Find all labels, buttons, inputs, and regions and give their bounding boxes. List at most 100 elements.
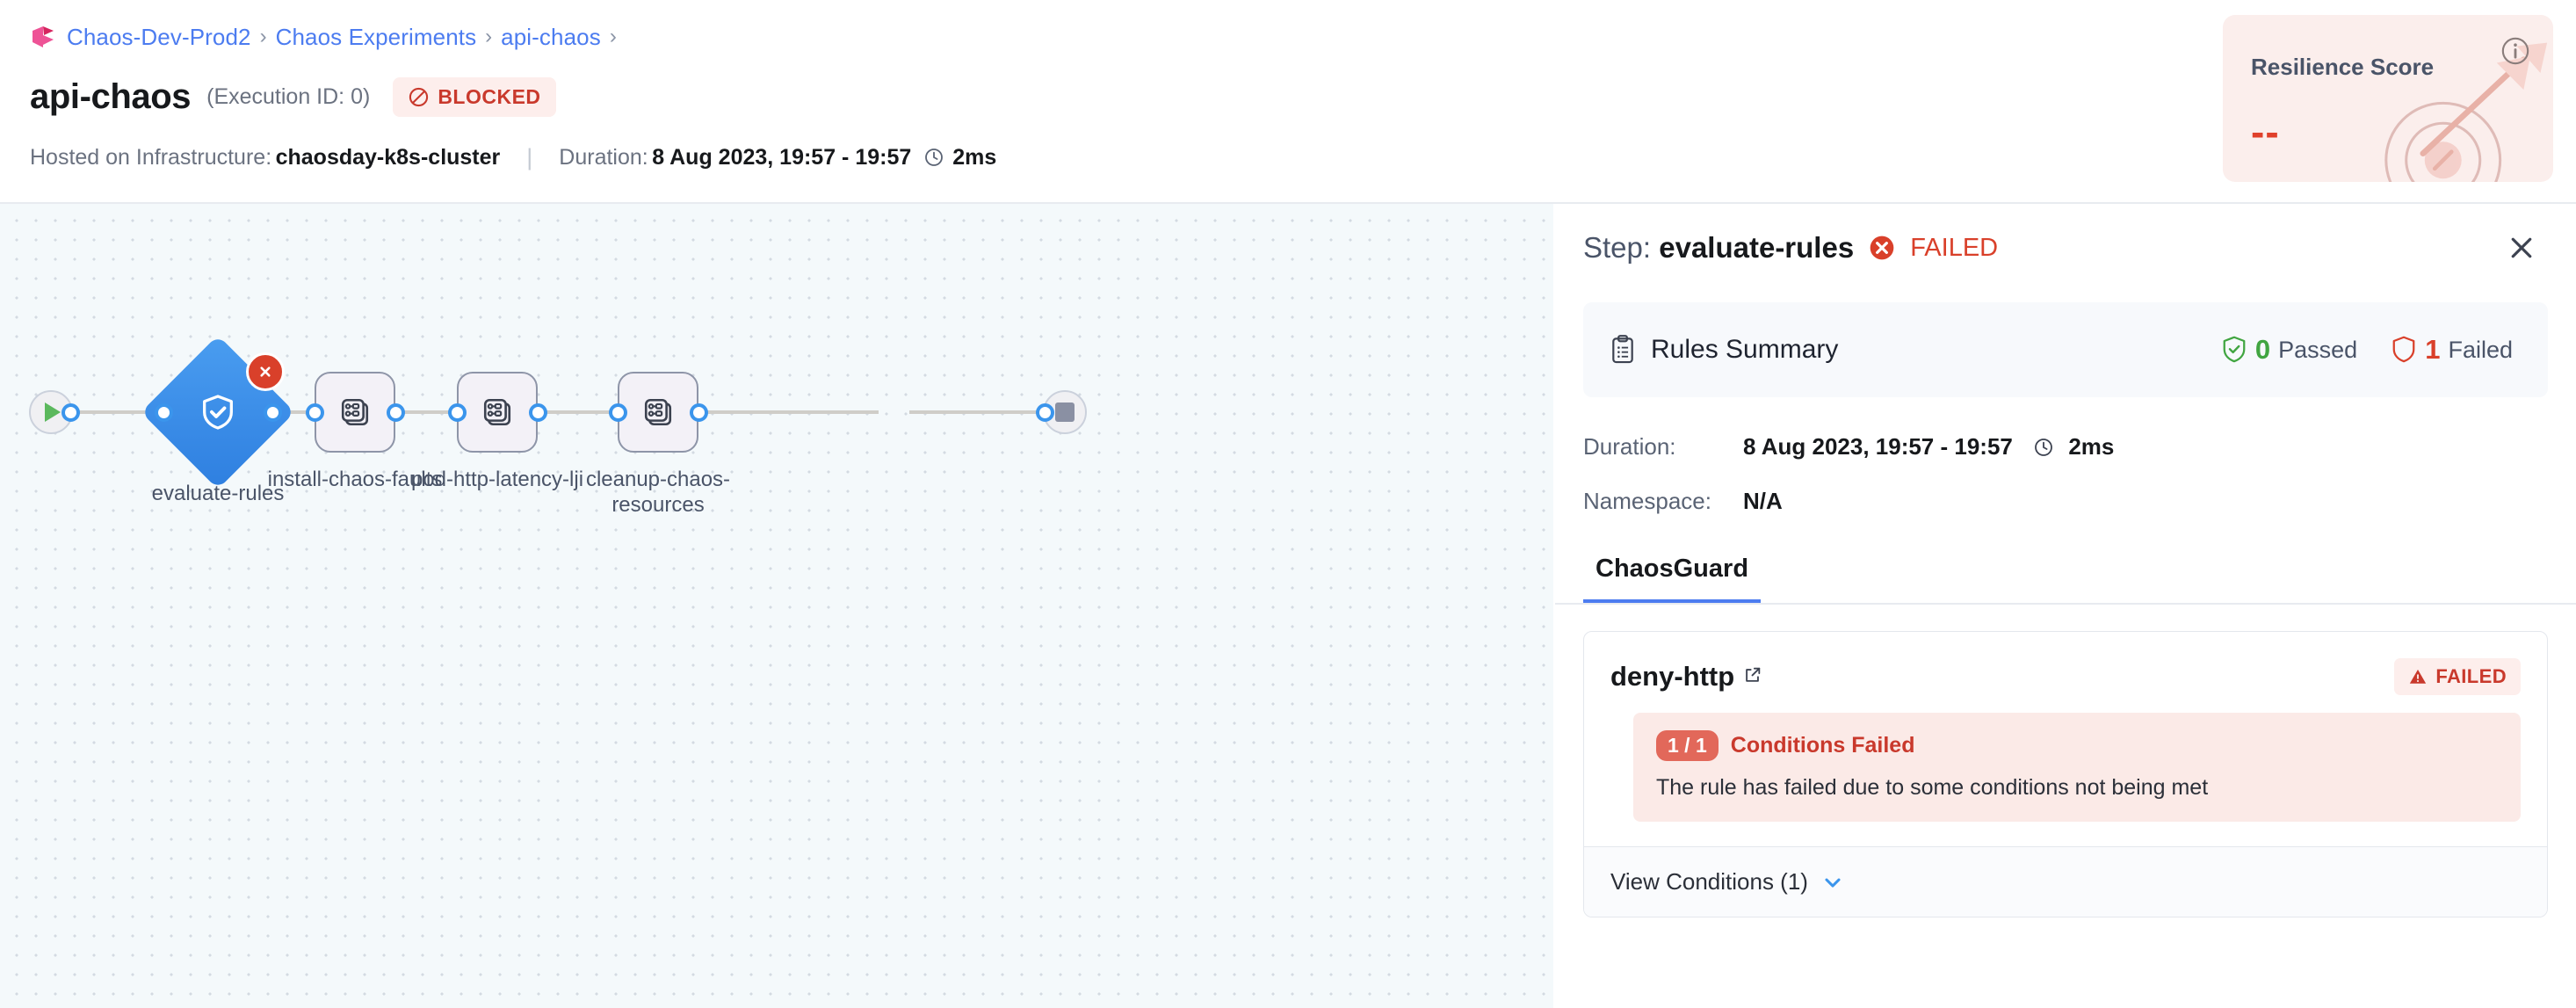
close-icon — [2511, 237, 2532, 258]
install-chaos-faults-output-port[interactable] — [387, 402, 405, 422]
warning-triangle-icon — [2410, 669, 2427, 684]
breadcrumb-separator-1: › — [485, 25, 493, 48]
pod-http-latency-lji-output-port[interactable] — [529, 402, 547, 422]
detail-duration-time: 2ms — [2068, 432, 2115, 460]
conditions-failed-box: 1 / 1 Conditions Failed The rule has fai… — [1633, 713, 2521, 823]
install-chaos-faults-input-port[interactable] — [306, 402, 324, 422]
pipeline-canvas[interactable]: evaluate-rules install-chaos-faults — [0, 204, 1553, 1008]
dartboard-arrow-icon — [2384, 42, 2548, 182]
start-node-output-port[interactable] — [62, 402, 80, 422]
pipeline-node-evaluate-rules[interactable]: evaluate-rules — [141, 335, 295, 505]
rule-name: deny-http — [1610, 661, 1762, 693]
pipeline-node-install-chaos-faults[interactable]: install-chaos-faults — [268, 372, 442, 491]
title-row: api-chaos (Execution ID: 0) BLOCKED — [30, 74, 2546, 120]
pipeline-node-label-evaluate-rules: evaluate-rules — [151, 482, 285, 505]
resilience-score-card: Resilience Score -- — [2223, 15, 2553, 182]
cleanup-chaos-resources-input-port[interactable] — [609, 402, 627, 422]
rules-passed-label: Passed — [2278, 336, 2358, 363]
rule-status-label: FAILED — [2435, 665, 2507, 687]
step-title: Step: evaluate-rules — [1583, 231, 1854, 265]
step-status: FAILED — [1910, 233, 1999, 262]
clipboard-icon — [1612, 335, 1633, 364]
step-details-header: Step: evaluate-rules FAILED — [1555, 204, 2576, 292]
evaluate-rules-error-badge — [246, 352, 285, 391]
stop-icon — [1055, 402, 1075, 422]
pipeline-end-node[interactable] — [1036, 390, 1087, 434]
step-details-panel: Step: evaluate-rules FAILED — [1555, 204, 2576, 1008]
duration-time: 2ms — [952, 144, 997, 170]
infrastructure-label: Hosted on Infrastructure: — [30, 144, 272, 170]
status-badge-label: BLOCKED — [438, 84, 541, 108]
status-badge: BLOCKED — [393, 76, 556, 117]
edge-pod-to-cleanup — [633, 410, 879, 414]
page-header: Chaos-Dev-Prod2 › Chaos Experiments › ap… — [0, 0, 2576, 204]
view-conditions-toggle[interactable]: View Conditions (1) — [1584, 846, 2547, 917]
duration-value: 8 Aug 2023, 19:57 - 19:57 — [652, 144, 912, 170]
rules-passed-count: 0 — [2254, 334, 2271, 365]
rules-failed-count: 1 — [2425, 334, 2441, 365]
rules-summary-title: Rules Summary — [1651, 335, 1839, 364]
rules-summary-card: Rules Summary 0 Passed 1 Failed — [1583, 302, 2548, 397]
breadcrumb-separator-2: › — [609, 25, 617, 48]
evaluate-rules-input-port[interactable] — [155, 402, 173, 422]
shield-check-icon — [203, 395, 233, 430]
chevron-down-icon — [1825, 878, 1841, 888]
meta-row: Hosted on Infrastructure: chaosday-k8s-c… — [30, 142, 2546, 172]
chaos-experiment-icon — [644, 398, 672, 426]
pipeline-node-label-cleanup-chaos-resources: cleanup-chaos-resources — [585, 468, 731, 518]
shield-icon — [2392, 336, 2415, 363]
view-conditions-label: View Conditions (1) — [1610, 868, 1808, 896]
step-title-prefix: Step: — [1583, 231, 1652, 264]
pipeline-node-label-pod-http-latency-lji: pod-http-latency-lji — [410, 468, 584, 491]
cleanup-chaos-resources-output-port[interactable] — [690, 402, 708, 422]
install-chaos-faults-box — [315, 372, 395, 453]
pod-http-latency-lji-input-port[interactable] — [448, 402, 467, 422]
detail-value-duration: 8 Aug 2023, 19:57 - 19:57 2ms — [1743, 433, 2114, 460]
detail-row-duration: Duration: 8 Aug 2023, 19:57 - 19:57 2ms — [1583, 427, 2548, 466]
pipeline-node-pod-http-latency-lji[interactable]: pod-http-latency-lji — [411, 372, 583, 491]
edge-cleanup-to-end — [909, 410, 1050, 414]
conditions-failed-message: The rule has failed due to some conditio… — [1656, 775, 2209, 801]
chaos-experiment-icon — [483, 398, 511, 426]
pipeline-start-node[interactable] — [29, 390, 80, 434]
pod-http-latency-lji-box — [457, 372, 538, 453]
evaluate-rules-diamond — [141, 335, 295, 489]
chaosguard-rule-card: deny-http FAILED 1 — [1583, 631, 2548, 918]
rule-name-text: deny-http — [1610, 661, 1735, 692]
external-link-icon[interactable] — [1743, 665, 1762, 685]
clock-icon — [925, 149, 944, 166]
info-icon[interactable] — [2500, 36, 2530, 66]
play-icon — [45, 402, 61, 422]
edge-start-to-evaluate — [54, 410, 174, 414]
execution-id: (Execution ID: 0) — [206, 83, 371, 109]
close-panel-button[interactable] — [2502, 228, 2541, 267]
detail-value-namespace: N/A — [1743, 487, 1783, 514]
error-x-icon — [260, 366, 271, 377]
end-node-input-port[interactable] — [1036, 402, 1054, 422]
resilience-score-title: Resilience Score — [2251, 54, 2435, 80]
rules-failed-label: Failed — [2448, 336, 2513, 363]
rule-header: deny-http FAILED — [1584, 632, 2547, 697]
harness-chaos-logo-icon — [33, 26, 54, 47]
cleanup-chaos-resources-box — [618, 372, 698, 453]
pipeline-node-label-install-chaos-faults: install-chaos-faults — [267, 468, 443, 491]
breadcrumb-item-0[interactable]: Chaos-Dev-Prod2 — [67, 23, 251, 50]
clock-icon — [2035, 438, 2053, 456]
blocked-circle-slash-icon — [409, 87, 429, 106]
page-title: api-chaos — [30, 76, 192, 116]
breadcrumb-item-1[interactable]: Chaos Experiments — [275, 23, 477, 50]
pipeline-node-cleanup-chaos-resources[interactable]: cleanup-chaos-resources — [586, 372, 730, 517]
tab-chaosguard[interactable]: ChaosGuard — [1583, 555, 1762, 603]
detail-key-namespace: Namespace: — [1583, 487, 1711, 514]
evaluate-rules-output-port[interactable] — [264, 402, 282, 422]
chaos-experiment-icon — [341, 398, 369, 426]
shield-check-icon — [2223, 336, 2246, 363]
detail-key-duration: Duration: — [1583, 432, 1676, 460]
panel-tabs: ChaosGuard — [1555, 536, 2576, 605]
step-title-name: evaluate-rules — [1659, 231, 1855, 264]
breadcrumb-item-2[interactable]: api-chaos — [501, 23, 601, 50]
duration-label: Duration: — [559, 144, 648, 170]
breadcrumb: Chaos-Dev-Prod2 › Chaos Experiments › ap… — [30, 19, 2546, 54]
step-detail-list: Duration: 8 Aug 2023, 19:57 - 19:57 2ms … — [1583, 427, 2548, 520]
